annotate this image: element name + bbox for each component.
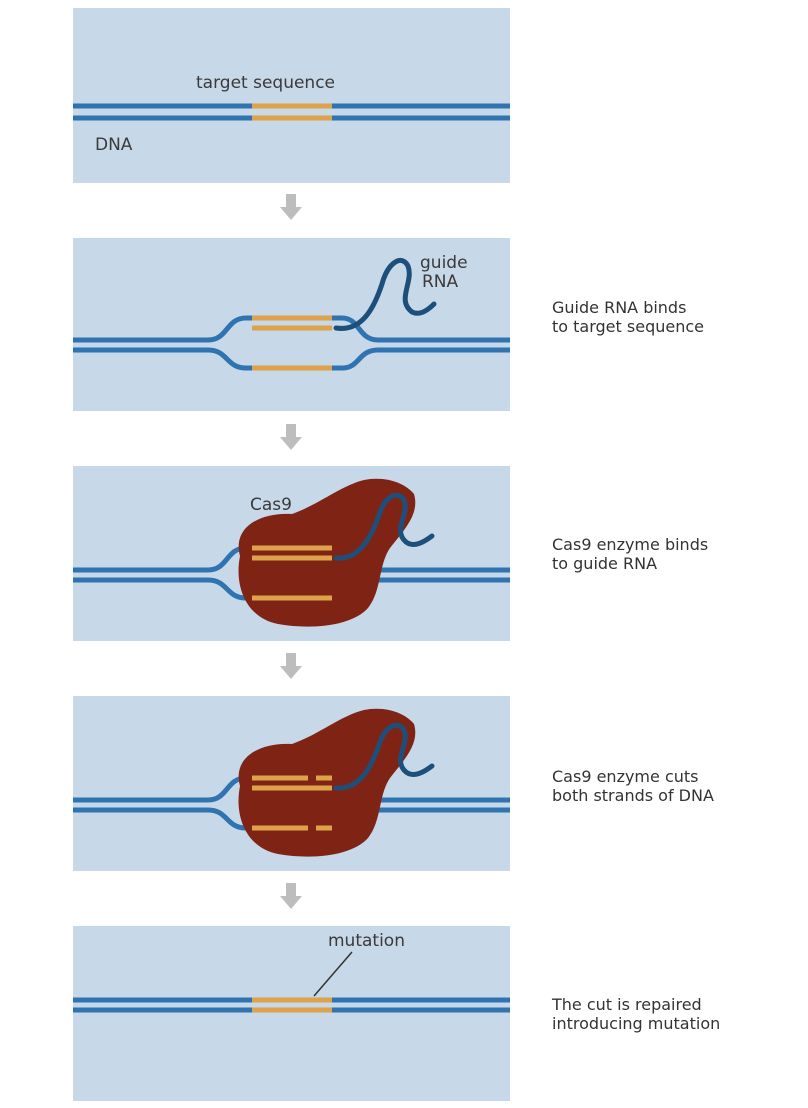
step-1-panel	[73, 8, 510, 183]
step-5-caption: The cut is repaired introducing mutation	[552, 995, 808, 1033]
dna-label: DNA	[95, 135, 133, 155]
step-2-caption: Guide RNA binds to target sequence	[552, 298, 808, 336]
down-arrow-icon	[280, 883, 302, 909]
down-arrow-icon	[280, 194, 302, 220]
target-sequence-label: target sequence	[196, 73, 335, 93]
guide-rna-label-line-2: RNA	[422, 272, 459, 292]
step-3-caption: Cas9 enzyme binds to guide RNA	[552, 535, 808, 573]
down-arrow-icon	[280, 424, 302, 450]
guide-rna-label-line-1: guide	[420, 253, 468, 273]
down-arrow-icon	[280, 653, 302, 679]
step-5-panel	[73, 926, 510, 1101]
mutation-label: mutation	[328, 931, 405, 951]
cas9-label: Cas9	[250, 495, 292, 515]
step-4-caption: Cas9 enzyme cuts both strands of DNA	[552, 767, 808, 805]
